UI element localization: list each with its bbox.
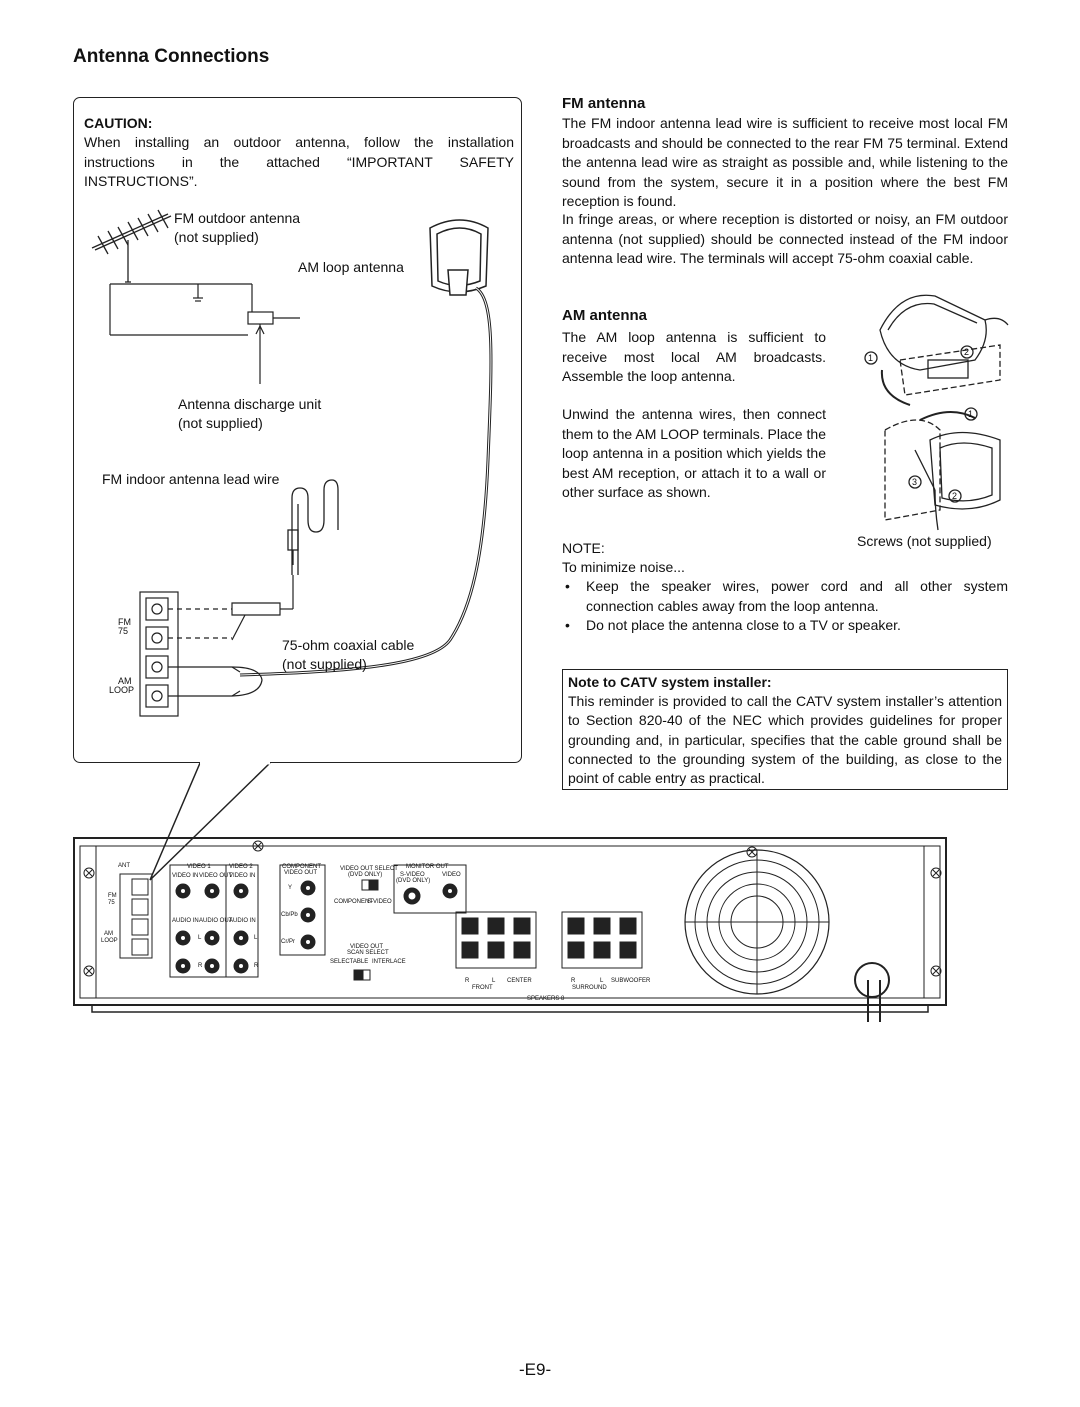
panel-surround-label: SURROUND	[572, 985, 607, 991]
am-antenna-heading: AM antenna	[562, 307, 648, 324]
fm-terminal-label: FM	[118, 617, 131, 627]
panel-video-in2-label: VIDEO IN	[229, 873, 256, 879]
step-2-marker: 2	[964, 347, 970, 357]
coax-label-2: (not supplied)	[282, 656, 367, 672]
fm-outdoor-label-2: (not supplied)	[174, 229, 259, 245]
note-bullet-1: Keep the speaker wires, power cord and a…	[562, 577, 1008, 616]
panel-speakers-label: SPEAKERS 8	[527, 996, 565, 1002]
am-terminal-label: AM	[118, 676, 132, 686]
panel-component-label: COMPONENT	[282, 864, 321, 870]
step-1-marker: 1	[868, 353, 874, 363]
am-antenna-paragraph-2: Unwind the antenna wires, then connect t…	[562, 406, 826, 500]
panel-interlace-label: INTERLACE	[372, 959, 406, 965]
note-list: Keep the speaker wires, power cord and a…	[562, 577, 1008, 636]
caution-heading: CAUTION:	[84, 115, 153, 131]
am-loop-assembly-icon	[864, 294, 1009, 406]
panel-l-label: L	[198, 935, 202, 941]
panel-scan-label-2: SCAN SELECT	[347, 950, 389, 956]
loop-terminal-label: LOOP	[109, 685, 135, 695]
discharge-unit-label: Antenna discharge unit	[178, 396, 322, 412]
panel-vos-label: VIDEO OUT SELECT	[340, 866, 398, 872]
panel-surround-r-label: R	[571, 978, 576, 984]
panel-component-sw-label: COMPONENT	[334, 899, 373, 905]
am-antenna-paragraph-1: The AM loop antenna is sufficient to rec…	[562, 329, 826, 384]
page-number: -E9-	[519, 1360, 552, 1379]
panel-fm-label: FM	[108, 893, 117, 899]
fm-indoor-lead-wire-icon	[287, 479, 339, 575]
fm-antenna-paragraph-2: In fringe areas, or where reception is d…	[562, 211, 1008, 266]
rear-panel	[73, 837, 947, 1022]
panel-svideo-sw-label: S-VIDEO	[367, 899, 392, 905]
catv-note-box: Note to CATV system installer: This remi…	[562, 669, 1008, 790]
caution-box	[73, 97, 522, 763]
fm-ohm-label: 75	[118, 626, 129, 636]
panel-video1-label: VIDEO 1	[187, 864, 211, 870]
catv-text: This reminder is provided to call the CA…	[568, 693, 1002, 787]
panel-selectable-label: SELECTABLE	[330, 959, 369, 965]
panel-subwoofer-label: SUBWOOFER	[611, 978, 651, 984]
fm-outdoor-label: FM outdoor antenna	[174, 210, 301, 226]
panel-video-out-label: VIDEO OUT	[199, 873, 233, 879]
panel-r2-label: R	[254, 963, 259, 969]
panel-y-label: Y	[288, 885, 293, 891]
discharge-unit-label-2: (not supplied)	[178, 415, 263, 431]
panel-video-label: VIDEO	[442, 872, 461, 878]
panel-component-video-out-label: VIDEO OUT	[284, 870, 318, 876]
catv-heading: Note to CATV system installer:	[568, 674, 772, 690]
panel-surround-l-label: L	[600, 978, 604, 984]
panel-ant-label: ANT	[118, 863, 130, 869]
panel-center-label: CENTER	[507, 978, 532, 984]
step-3-marker: 3	[912, 477, 918, 487]
step-1b-marker: 1	[968, 409, 974, 419]
panel-dvd-only-label: (DVD ONLY)	[348, 872, 383, 878]
panel-loop-label: LOOP	[101, 938, 118, 944]
step-2b-marker: 2	[952, 491, 958, 501]
fm-indoor-label: FM indoor antenna lead wire	[102, 471, 280, 487]
panel-am-label: AM	[104, 931, 113, 937]
coax-label: 75-ohm coaxial cable	[282, 637, 415, 653]
fm-antenna-heading: FM antenna	[562, 95, 646, 112]
panel-monitor-out-label: MONITOR OUT	[406, 864, 449, 870]
caution-text: When installing an outdoor antenna, foll…	[84, 134, 514, 189]
panel-video2-label: VIDEO 2	[229, 864, 253, 870]
panel-video-in-label: VIDEO IN	[172, 873, 199, 879]
panel-front-label: FRONT	[472, 985, 493, 991]
panel-svideo-label: S-VIDEO	[400, 872, 425, 878]
note-bullet-2: Do not place the antenna close to a TV o…	[562, 616, 1008, 636]
note-intro: To minimize noise...	[562, 559, 685, 575]
panel-fm75-label: 75	[108, 900, 115, 906]
fm-outdoor-antenna-icon	[91, 209, 172, 283]
panel-cb-label: Cb/Pb	[281, 912, 298, 918]
panel-svideo-dvd-label: (DVD ONLY)	[396, 878, 431, 884]
am-loop-wall-mount-icon	[884, 407, 1001, 531]
am-loop-antenna-icon	[239, 219, 493, 677]
panel-l2-label: L	[254, 935, 258, 941]
panel-scan-label-1: VIDEO OUT	[350, 944, 384, 950]
panel-r-label: R	[198, 963, 203, 969]
panel-audio-in2-label: AUDIO IN	[229, 918, 256, 924]
panel-audio-out-label: AUDIO OUT	[199, 918, 233, 924]
antenna-terminal-block	[139, 591, 179, 717]
note-heading: NOTE:	[562, 540, 605, 556]
panel-front-l-label: L	[492, 978, 496, 984]
panel-front-r-label: R	[465, 978, 470, 984]
panel-cr-label: Cr/Pr	[281, 939, 295, 945]
fm-antenna-paragraph-1: The FM indoor antenna lead wire is suffi…	[562, 115, 1008, 209]
panel-audio-in-label: AUDIO IN	[172, 918, 199, 924]
page-title: Antenna Connections	[73, 46, 270, 67]
screws-label: Screws (not supplied)	[857, 533, 992, 549]
am-loop-label: AM loop antenna	[298, 259, 404, 275]
